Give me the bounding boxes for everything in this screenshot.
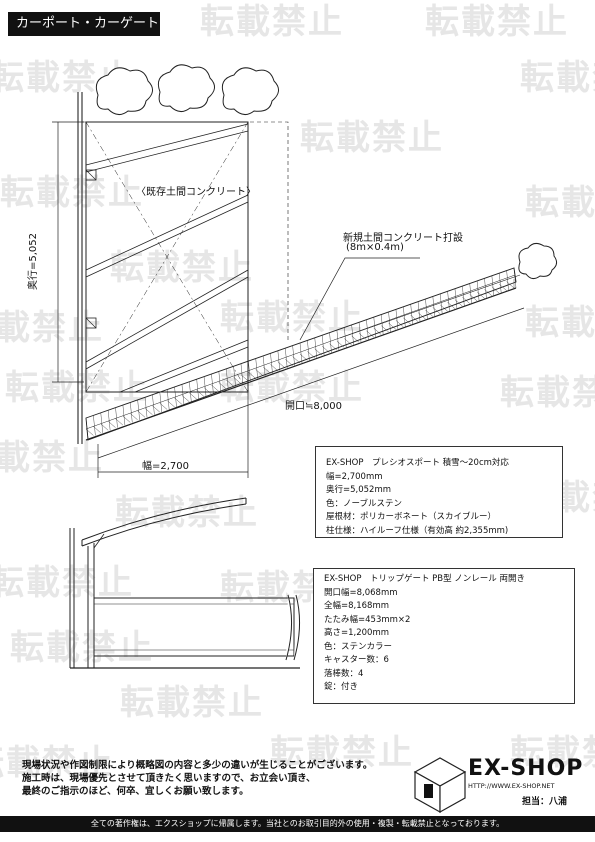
new-concrete-leader: [299, 257, 420, 341]
opening-dimension: [97, 307, 525, 459]
carport-spec-box: EX-SHOP プレシオスポート 積雪～20cm対応 幅=2,700mm 奥行=…: [315, 446, 563, 538]
carport-spec-line: 奥行=5,052mm: [326, 485, 392, 495]
staff-label: 担当：八浦: [522, 797, 568, 807]
carport-frame: [85, 121, 249, 393]
footer-notes: 現場状況や作図制限により概略図の内容と多少の違いが生じることがございます。 施工…: [22, 759, 372, 798]
depth-label: 奥行=5,052: [28, 232, 39, 290]
footer-note-line: 最終のご指示のほど、何卒、宜しくお願い致します。: [22, 786, 249, 797]
boundary-wall: [77, 92, 83, 444]
gate-spec-line: 色：ステンカラー: [324, 641, 393, 652]
brand-url: HTTP://WWW.EX-SHOP.NET: [468, 782, 555, 790]
brand-logo-text: EX-SHOP: [468, 756, 584, 781]
carport-spec-line: 屋根材：ポリカーボネート（スカイブルー）: [326, 512, 497, 522]
new-concrete-size-label: (8m×0.4m): [346, 242, 404, 253]
width-label: 幅=2,700: [142, 461, 190, 472]
tree-icon: [95, 64, 558, 280]
new-concrete-label: 新規土間コンクリート打設: [343, 233, 463, 244]
gate-spec-line: 高さ=1,200mm: [324, 628, 390, 638]
carport-spec-line: 柱仕様：ハイルーフ仕様（有効高 約2,355mm): [326, 525, 509, 536]
gate-outline: [85, 274, 521, 441]
gate-spec-line: キャスター数：6: [324, 655, 389, 665]
footer-note-line: 施工時は、現場優先とさせて頂きたく思いますので、お立会い頂き、: [22, 773, 316, 784]
existing-concrete-label: 〈既存土間コンクリート〉: [136, 187, 256, 198]
carport-elevation: [69, 497, 247, 668]
gate-spec-line: 全幅=8,168mm: [324, 601, 390, 611]
carport-spec-line: 色：ノーブルステン: [326, 498, 402, 509]
copyright-bar: 全ての著作権は、エクスショップに帰属します。当社とのお取引目的外の使用・複製・転…: [0, 816, 595, 832]
width-dimension: [97, 392, 249, 478]
gate-spec-line: たたみ幅=453mm×2: [324, 614, 411, 625]
ex-shop-logo-icon: [413, 757, 467, 814]
gate-spec-box: EX-SHOP トリップゲート PB型 ノンレール 両開き 開口幅=8,068m…: [313, 568, 575, 704]
page-title: カーポート・カーゲート: [8, 12, 160, 36]
opening-label: 開口≒8,000: [285, 401, 343, 412]
footer-note-line: 現場状況や作図制限により概略図の内容と多少の違いが生じることがございます。: [22, 760, 373, 771]
gate-elevation: [70, 594, 301, 669]
carport-spec-line: 幅=2,700mm: [326, 471, 383, 482]
depth-dimension: [52, 121, 84, 383]
new-concrete-strip: [85, 267, 517, 441]
gate-spec-line: EX-SHOP トリップゲート PB型 ノンレール 両開き: [324, 574, 526, 584]
gate-spec-line: 落棒数：4: [324, 668, 364, 679]
carport-spec-line: EX-SHOP プレシオスポート 積雪～20cm対応: [326, 458, 509, 468]
gate-spec-line: 錠：付き: [324, 682, 359, 692]
gate-spec-line: 開口幅=8,068mm: [324, 587, 398, 598]
existing-concrete-outline: [82, 121, 289, 340]
